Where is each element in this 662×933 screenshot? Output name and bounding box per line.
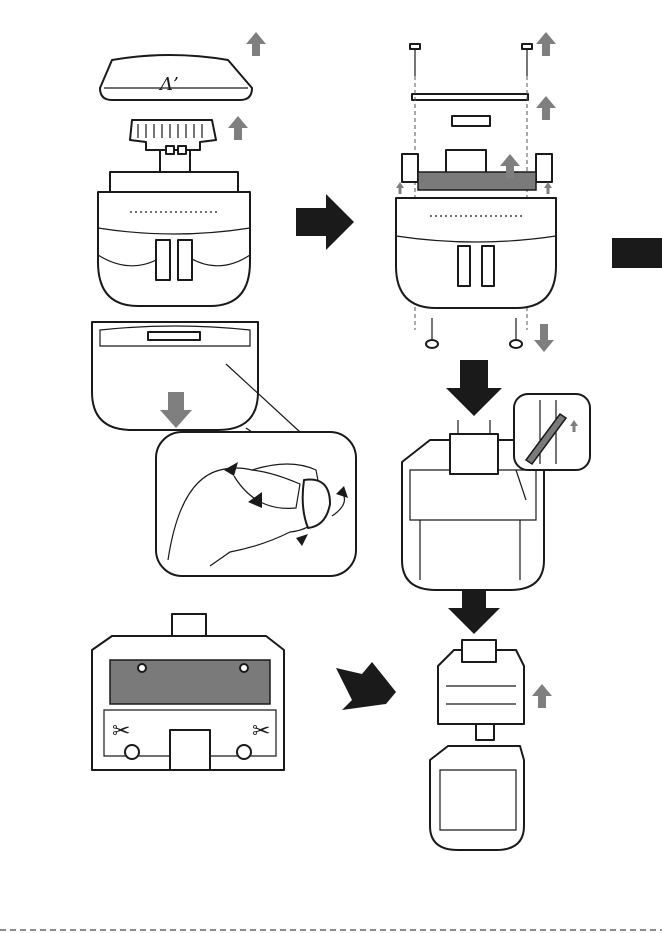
- hand-detail-callout: [156, 432, 356, 576]
- lift-up-arrow: [396, 182, 404, 194]
- next-step-arrow: [296, 194, 354, 250]
- battery-assembly: ✂ ✂: [92, 614, 284, 770]
- side-tab: [612, 238, 662, 268]
- scissors-icon: ✂: [112, 719, 130, 744]
- push-down-arrow: [446, 360, 502, 416]
- next-step-arrow: [336, 662, 396, 710]
- inner-unit: [438, 640, 524, 740]
- cover-plate: [412, 94, 528, 126]
- lift-up-arrow: [228, 116, 248, 140]
- tool-detail-callout: [514, 394, 590, 470]
- shaver-cap: Λ’: [100, 55, 252, 100]
- lift-up-arrow: [246, 32, 266, 56]
- bottom-screws: [426, 318, 522, 348]
- inner-frame: [402, 150, 552, 190]
- logo-mark: Λ’: [158, 74, 179, 95]
- lift-up-arrow: [532, 684, 552, 708]
- scissors-icon: ✂: [252, 719, 270, 744]
- push-down-arrow: [448, 590, 500, 634]
- outer-shell: [430, 746, 524, 850]
- lift-up-arrow: [544, 182, 552, 194]
- lift-up-arrow: [536, 32, 556, 56]
- main-unit-top: [98, 146, 250, 306]
- main-unit-body: [396, 198, 556, 308]
- top-screws: [410, 44, 532, 76]
- lift-up-arrow: [536, 96, 556, 120]
- push-down-arrow: [534, 324, 554, 352]
